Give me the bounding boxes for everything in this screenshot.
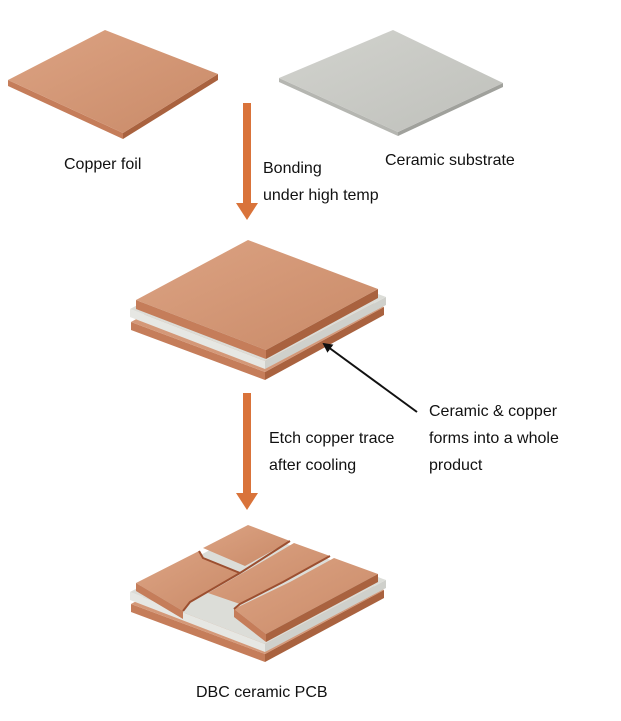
bonding-step-line-2: under high temp bbox=[263, 187, 379, 204]
bonding-step-label: Bonding under high temp bbox=[263, 155, 379, 209]
bonded-stack bbox=[130, 240, 386, 380]
callout-line-1: Ceramic & copper bbox=[429, 403, 558, 420]
dbc-pcb-stack bbox=[130, 525, 386, 662]
callout-arrow bbox=[322, 342, 418, 413]
dbc-ceramic-pcb-label: DBC ceramic PCB bbox=[196, 684, 328, 701]
etch-step-line-1: Etch copper trace bbox=[269, 430, 395, 447]
ceramic-substrate-plate bbox=[279, 30, 503, 136]
etch-arrow bbox=[236, 393, 258, 510]
copper-foil-plate bbox=[8, 30, 218, 139]
etch-step-line-2: after cooling bbox=[269, 457, 357, 474]
callout-line-2: forms into a whole bbox=[429, 430, 559, 447]
etched-copper-pads bbox=[136, 525, 378, 642]
callout-label: Ceramic & copper forms into a whole prod… bbox=[429, 398, 559, 479]
bonding-arrow bbox=[236, 103, 258, 220]
copper-foil-label: Copper foil bbox=[64, 156, 142, 173]
bonding-step-line-1: Bonding bbox=[263, 160, 322, 177]
callout-line-3: product bbox=[429, 457, 483, 474]
ceramic-substrate-label: Ceramic substrate bbox=[385, 152, 515, 169]
etch-step-label: Etch copper trace after cooling bbox=[269, 425, 394, 479]
